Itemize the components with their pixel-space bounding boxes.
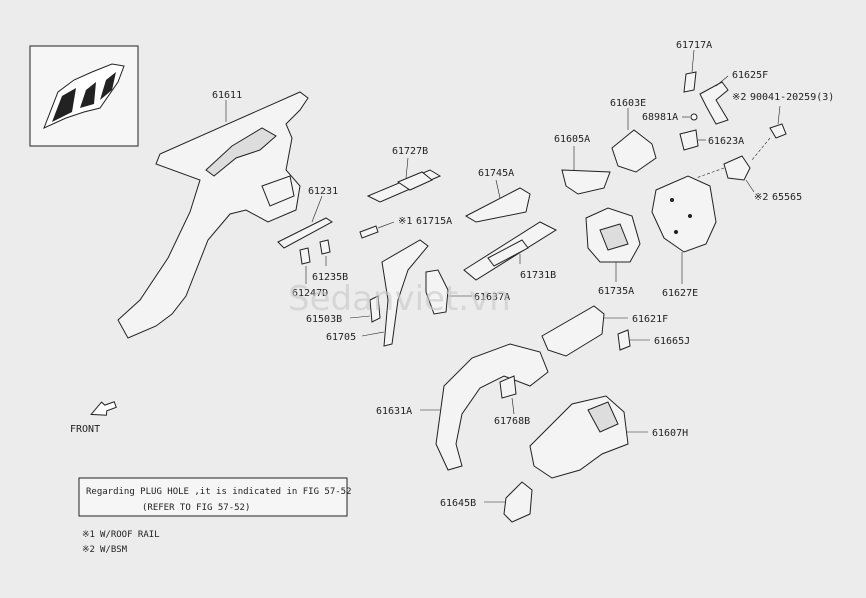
part-61637A[interactable] — [425, 269, 472, 315]
watermark: Sedanviet.vn — [288, 279, 511, 319]
legend-text-2: W/BSM — [100, 545, 128, 555]
part-61705[interactable] — [361, 239, 429, 347]
label-68981A: 68981A — [642, 112, 678, 123]
locator-thumbnail — [29, 45, 139, 147]
part-61611-quarter-panel[interactable] — [117, 91, 309, 339]
part-68981A[interactable] — [682, 113, 698, 121]
label-90041-20259: 90041-20259(3) — [750, 92, 834, 103]
label-61231: 61231 — [308, 186, 338, 197]
part-61631A[interactable] — [420, 343, 549, 471]
part-61735A[interactable] — [585, 207, 641, 282]
front-label: FRONT — [70, 424, 100, 435]
label-marker-2-65565: ※2 — [754, 192, 768, 203]
legend-mark-2: ※2 — [82, 545, 95, 555]
label-61603E: 61603E — [610, 98, 646, 109]
label-61717A: 61717A — [676, 40, 712, 51]
label-61627E: 61627E — [662, 288, 698, 299]
label-61235B: 61235B — [312, 272, 348, 283]
label-61731B: 61731B — [520, 270, 556, 281]
legend-mark-1: ※1 — [82, 530, 95, 540]
label-61735A: 61735A — [598, 286, 634, 297]
label-marker-2-bolt: ※2 — [732, 92, 746, 103]
label-61715A: 61715A — [416, 216, 452, 227]
label-61623A: 61623A — [708, 136, 744, 147]
note-line-1: Regarding PLUG HOLE ,it is indicated in … — [86, 487, 352, 497]
part-61715A[interactable] — [359, 221, 395, 239]
label-61503B: 61503B — [306, 314, 342, 325]
part-61768B[interactable] — [499, 375, 517, 415]
front-arrow-icon — [90, 401, 117, 416]
part-61627E[interactable] — [651, 175, 717, 284]
part-61665J[interactable] — [617, 329, 650, 351]
label-61631A: 61631A — [376, 406, 412, 417]
part-90041-20259[interactable] — [751, 105, 787, 161]
label-marker-1: ※1 — [398, 216, 412, 227]
label-61247D: 61247D — [292, 288, 328, 299]
label-61745A: 61745A — [478, 168, 514, 179]
part-61231[interactable] — [277, 195, 333, 249]
label-61625F: 61625F — [732, 70, 768, 81]
label-61727B: 61727B — [392, 146, 428, 157]
part-61607H[interactable] — [529, 395, 648, 479]
part-61235B[interactable] — [319, 239, 331, 266]
part-61623A[interactable] — [679, 129, 706, 151]
label-61621F: 61621F — [632, 314, 668, 325]
label-61705: 61705 — [326, 332, 356, 343]
label-61605A: 61605A — [554, 134, 590, 145]
legend-text-1: W/ROOF RAIL — [100, 530, 160, 540]
part-65565[interactable] — [695, 155, 755, 193]
note-line-2: (REFER TO FIG 57-52) — [142, 503, 250, 513]
label-61607H: 61607H — [652, 428, 688, 439]
plug-hole-note: Regarding PLUG HOLE ,it is indicated in … — [78, 477, 352, 517]
label-61645B: 61645B — [440, 498, 476, 509]
part-61727B[interactable] — [366, 157, 442, 203]
part-61717A[interactable] — [683, 49, 697, 93]
part-61731B[interactable] — [463, 221, 558, 281]
part-61605A[interactable] — [561, 146, 611, 195]
part-61503B[interactable] — [349, 295, 381, 323]
label-61665J: 61665J — [654, 336, 690, 347]
part-61745A[interactable] — [464, 179, 531, 223]
part-61247D[interactable] — [299, 247, 311, 284]
label-61768B: 61768B — [494, 416, 530, 427]
part-61625F[interactable] — [699, 75, 729, 125]
label-65565: 65565 — [772, 192, 802, 203]
legend: ※1 W/ROOF RAIL ※2 W/BSM — [82, 530, 160, 555]
part-61645B[interactable] — [484, 481, 533, 523]
label-61637A: 61637A — [474, 292, 510, 303]
part-61621F[interactable] — [541, 305, 628, 357]
label-61611: 61611 — [212, 90, 242, 101]
part-61603E[interactable] — [611, 108, 657, 173]
